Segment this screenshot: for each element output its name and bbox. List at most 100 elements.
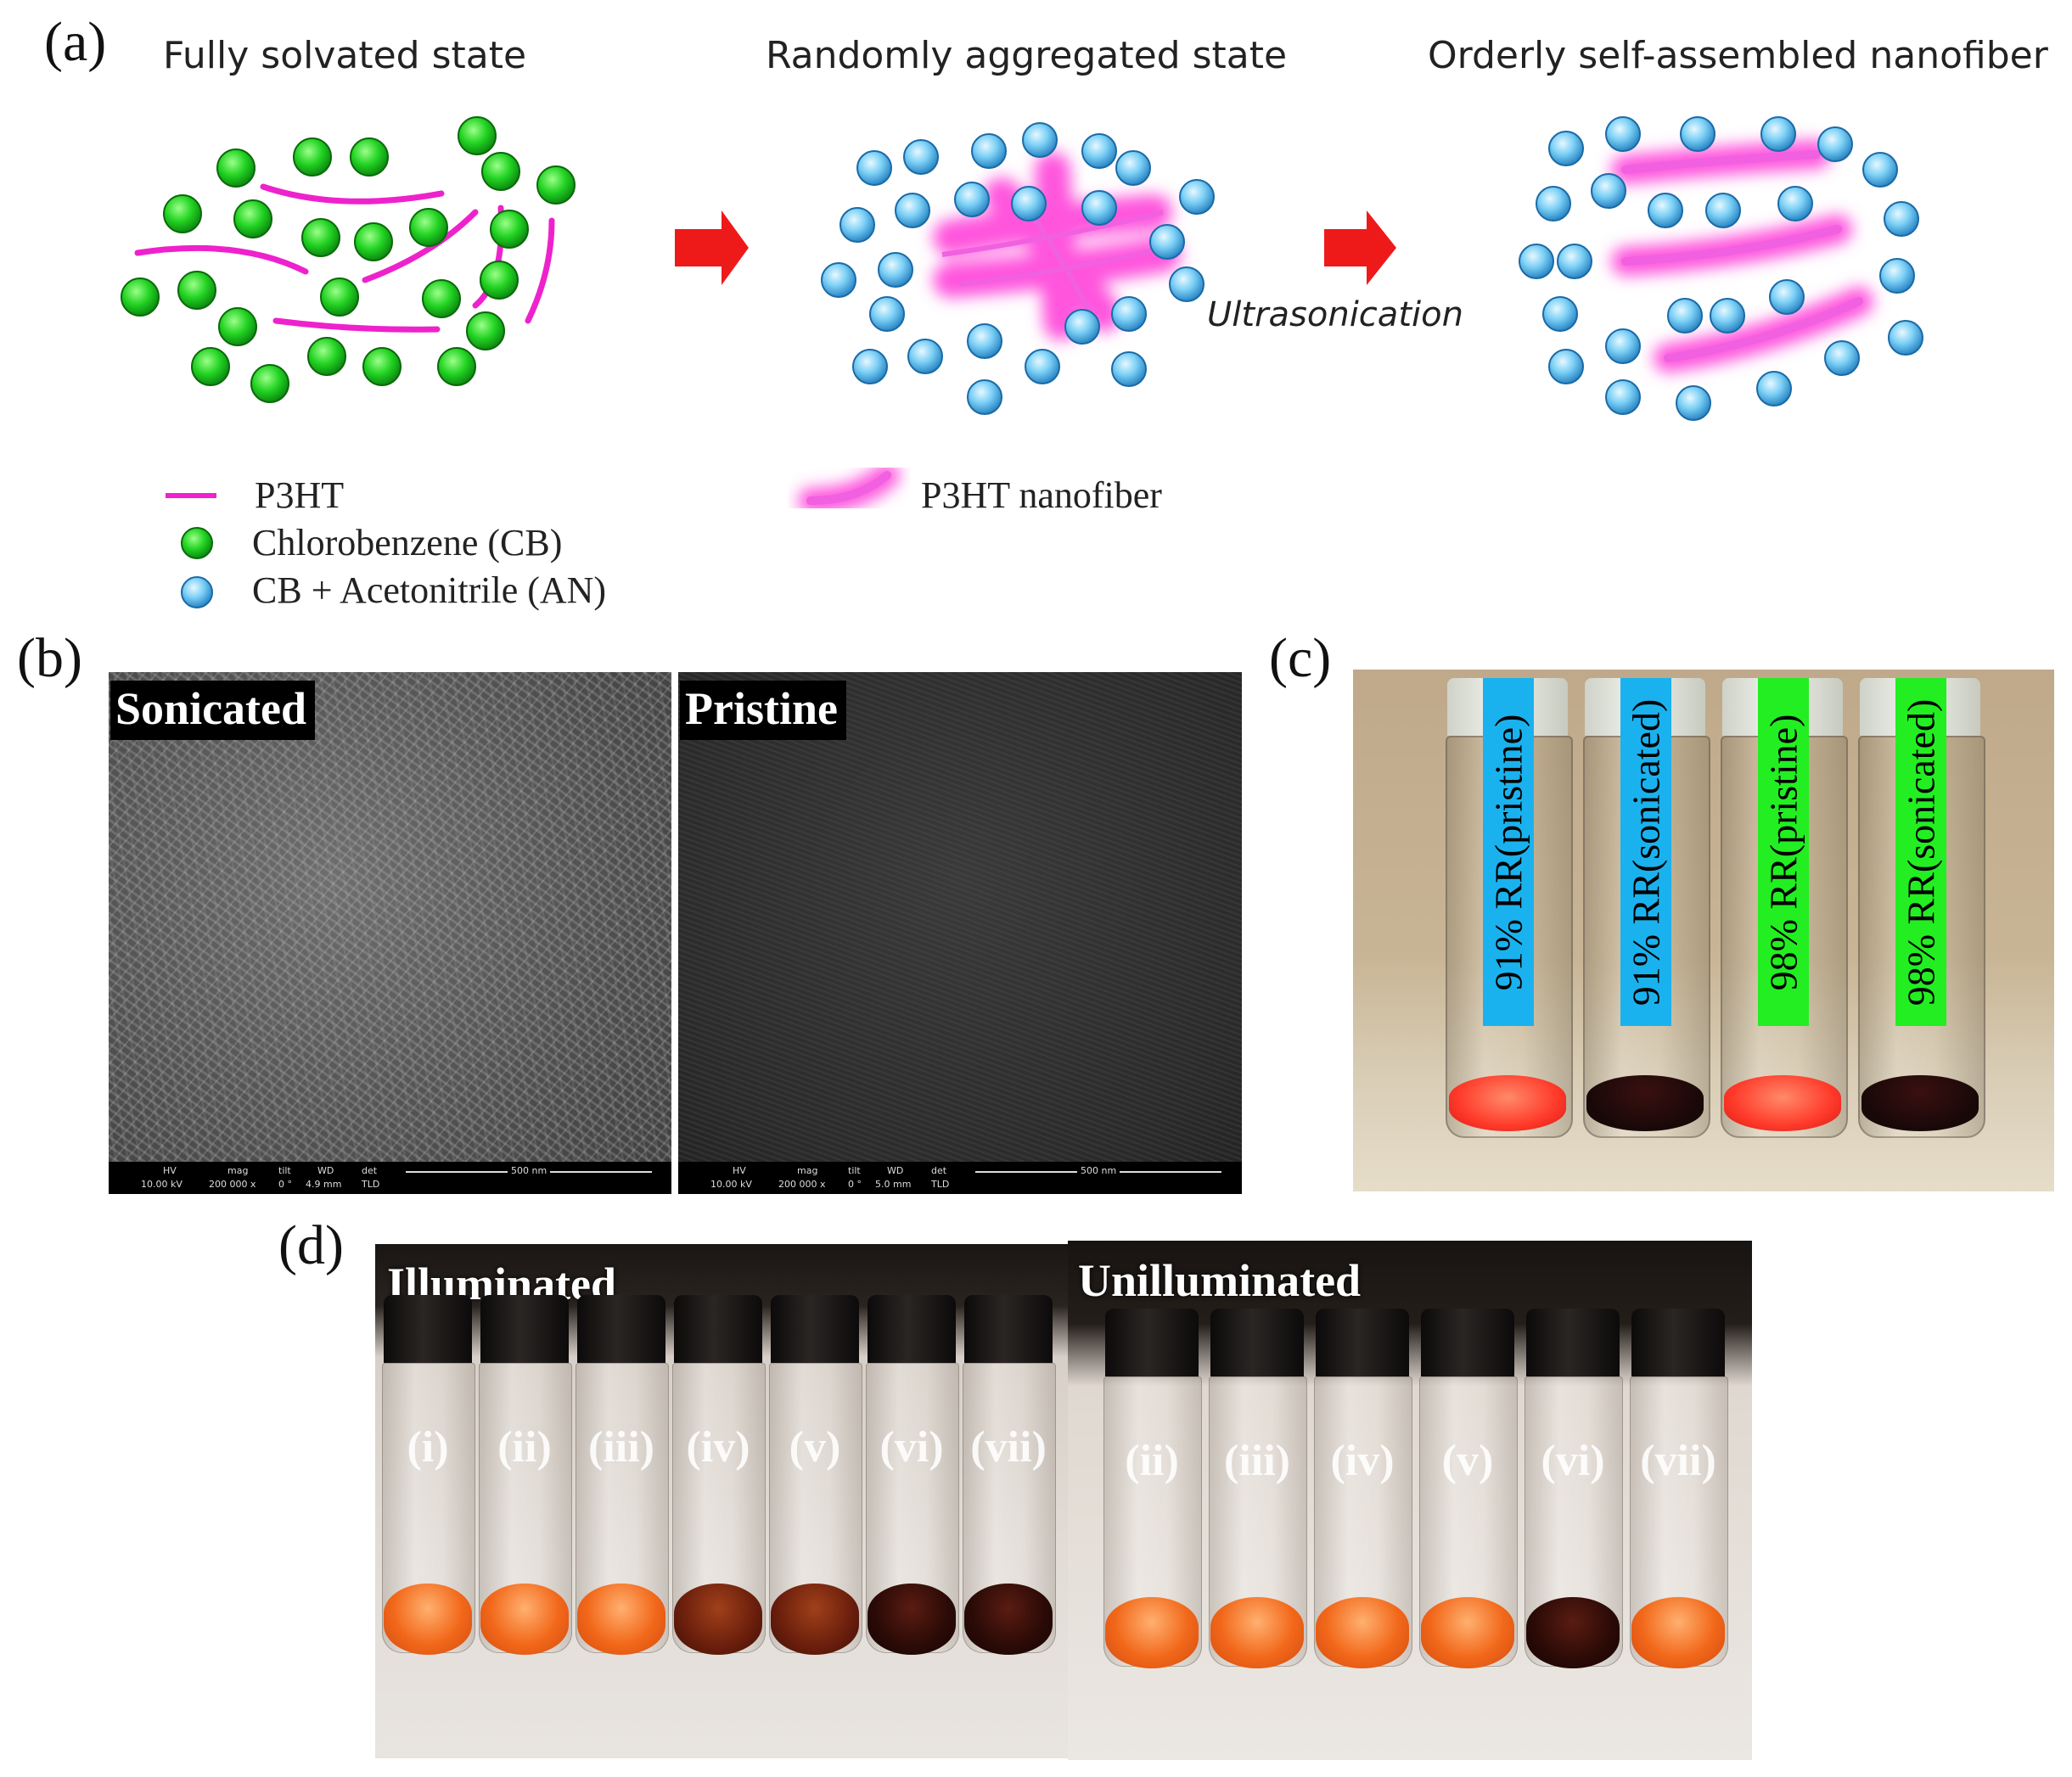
sem-wd-value: 5.0 mm bbox=[875, 1179, 912, 1190]
sem-det-value: TLD bbox=[931, 1179, 950, 1190]
sem-tilt-value: 0 ° bbox=[848, 1179, 862, 1190]
vial-cap bbox=[1105, 1309, 1199, 1376]
sem-wd-value: 4.9 mm bbox=[306, 1179, 342, 1190]
ultrasonication-label: Ultrasonication bbox=[1207, 295, 1463, 334]
vial-cap bbox=[1210, 1309, 1304, 1376]
vial-d: (iii) bbox=[574, 1295, 669, 1668]
vial-number-label: (iii) bbox=[1224, 1437, 1290, 1485]
nanofibers bbox=[1621, 150, 1863, 362]
sem-mag-head: mag bbox=[797, 1165, 818, 1176]
vial-tag: 98% RR(pristine) bbox=[1758, 678, 1809, 1026]
sem-det-value: TLD bbox=[362, 1179, 380, 1190]
state-1-group bbox=[121, 116, 576, 403]
vial-d: (vi) bbox=[864, 1295, 959, 1668]
vials-unilluminated-row: (ii)(iii)(iv)(v)(vi)(vii) bbox=[1068, 1309, 1752, 1682]
vial-tag-label: 91% RR(sonicated) bbox=[1624, 698, 1668, 1006]
sem-mag-value: 200 000 x bbox=[209, 1179, 256, 1190]
vial-liquid bbox=[674, 1584, 762, 1655]
vial-tag-label: 98% RR(sonicated) bbox=[1899, 698, 1943, 1006]
vial-d: (iv) bbox=[1312, 1309, 1412, 1682]
vial-number-label: (vii) bbox=[970, 1423, 1047, 1471]
vial-number-label: (iv) bbox=[686, 1423, 750, 1471]
panel-a-letter: (a) bbox=[44, 11, 107, 73]
unilluminated-label: Unilluminated bbox=[1078, 1255, 1362, 1306]
vial-liquid bbox=[1316, 1597, 1409, 1668]
legend-cb-icon bbox=[181, 527, 213, 559]
legend-cb-an-icon bbox=[181, 576, 213, 608]
legend-p3ht-label: P3HT bbox=[255, 474, 345, 516]
arrow-2 bbox=[1324, 210, 1396, 285]
pristine-label: Pristine bbox=[680, 681, 846, 740]
vial-cap bbox=[1421, 1309, 1514, 1376]
vial-cap bbox=[1526, 1309, 1620, 1376]
panel-b-letter: (b) bbox=[17, 627, 82, 689]
vial-liquid bbox=[1421, 1597, 1514, 1668]
vial-d: (iv) bbox=[671, 1295, 766, 1668]
vial-d: (vi) bbox=[1523, 1309, 1623, 1682]
vials-c-row: 91% RR(pristine) 91% RR(sonicated) 98% RR(… bbox=[1442, 670, 1985, 1145]
vial-tag-label: 98% RR(pristine) bbox=[1761, 714, 1805, 990]
vial-liquid bbox=[771, 1584, 859, 1655]
vial-number-label: (ii) bbox=[497, 1423, 552, 1471]
vials-illuminated-row: (i)(ii)(iii)(iv)(v)(vi)(vii) bbox=[375, 1295, 1068, 1668]
vial-tag: 91% RR(pristine) bbox=[1483, 678, 1534, 1026]
sem-image-pristine: Pristine HV 10.00 kV mag 200 000 x tilt … bbox=[678, 672, 1242, 1194]
legend-nanofiber-icon bbox=[798, 462, 900, 513]
vial-c: 91% RR(sonicated) bbox=[1580, 670, 1710, 1145]
legend-cb-an-label: CB + Acetonitrile (AN) bbox=[252, 569, 607, 611]
cb-an-molecules-1 bbox=[821, 122, 1215, 415]
vial-liquid bbox=[1449, 1075, 1566, 1131]
state-title-orderly-nanofiber: Orderly self-assembled nanofiber bbox=[1428, 34, 2048, 77]
vial-liquid bbox=[480, 1584, 569, 1655]
vial-tag: 91% RR(sonicated) bbox=[1620, 678, 1671, 1026]
sem-image-sonicated: Sonicated HV 10.00 kV mag 200 000 x tilt… bbox=[109, 672, 671, 1194]
vial-d: (v) bbox=[1418, 1309, 1518, 1682]
vial-c: 98% RR(sonicated) bbox=[1855, 670, 1985, 1145]
sem-det-head: det bbox=[362, 1165, 378, 1176]
cb-an-molecules-2 bbox=[1519, 116, 1923, 421]
state-title-randomly-aggregated: Randomly aggregated state bbox=[766, 34, 1288, 77]
panel-d-letter: (d) bbox=[278, 1214, 344, 1276]
arrow-1 bbox=[675, 210, 749, 285]
vial-photo-c: 91% RR(pristine) 91% RR(sonicated) 98% RR(… bbox=[1353, 670, 2054, 1191]
vial-cap bbox=[577, 1295, 665, 1363]
vial-cap bbox=[771, 1295, 859, 1363]
vial-liquid bbox=[1724, 1075, 1841, 1131]
state-3-group bbox=[1519, 116, 1923, 421]
sem-databar-pristine: HV 10.00 kV mag 200 000 x tilt 0 ° WD 5.… bbox=[678, 1162, 1242, 1194]
vial-cap bbox=[964, 1295, 1053, 1363]
vial-liquid bbox=[868, 1584, 956, 1655]
sem-tilt-head: tilt bbox=[278, 1165, 291, 1176]
vial-cap bbox=[1631, 1309, 1725, 1376]
sem-wd-head: WD bbox=[887, 1165, 904, 1176]
vial-number-label: (ii) bbox=[1125, 1437, 1179, 1485]
sem-hv-head: HV bbox=[163, 1165, 177, 1176]
vial-number-label: (vi) bbox=[879, 1423, 944, 1471]
vial-liquid bbox=[1105, 1597, 1199, 1668]
vial-number-label: (i) bbox=[407, 1423, 449, 1471]
panel-a-schematic bbox=[121, 116, 1923, 608]
sem-wd-head: WD bbox=[317, 1165, 334, 1176]
vial-liquid bbox=[384, 1584, 472, 1655]
vial-liquid bbox=[964, 1584, 1053, 1655]
vial-c: 91% RR(pristine) bbox=[1442, 670, 1573, 1145]
sem-databar-sonicated: HV 10.00 kV mag 200 000 x tilt 0 ° WD 4.… bbox=[109, 1162, 671, 1194]
sem-hv-value: 10.00 kV bbox=[710, 1179, 752, 1190]
vial-d: (ii) bbox=[477, 1295, 572, 1668]
panel-c-letter: (c) bbox=[1269, 627, 1332, 689]
sem-tilt-head: tilt bbox=[848, 1165, 861, 1176]
vial-d: (i) bbox=[380, 1295, 475, 1668]
vial-liquid bbox=[1861, 1075, 1979, 1131]
vial-d: (ii) bbox=[1102, 1309, 1202, 1682]
vial-liquid bbox=[1526, 1597, 1620, 1668]
sonicated-label: Sonicated bbox=[110, 681, 316, 740]
vial-cap bbox=[868, 1295, 956, 1363]
cb-molecules bbox=[121, 116, 576, 403]
vial-cap bbox=[480, 1295, 569, 1363]
vial-tag-label: 91% RR(pristine) bbox=[1486, 714, 1530, 990]
vial-liquid bbox=[1210, 1597, 1304, 1668]
vial-number-label: (vi) bbox=[1541, 1437, 1605, 1485]
sem-scale-label: 500 nm bbox=[1077, 1165, 1120, 1176]
legend-nanofiber-label: P3HT nanofiber bbox=[921, 474, 1162, 516]
sem-tilt-value: 0 ° bbox=[278, 1179, 292, 1190]
